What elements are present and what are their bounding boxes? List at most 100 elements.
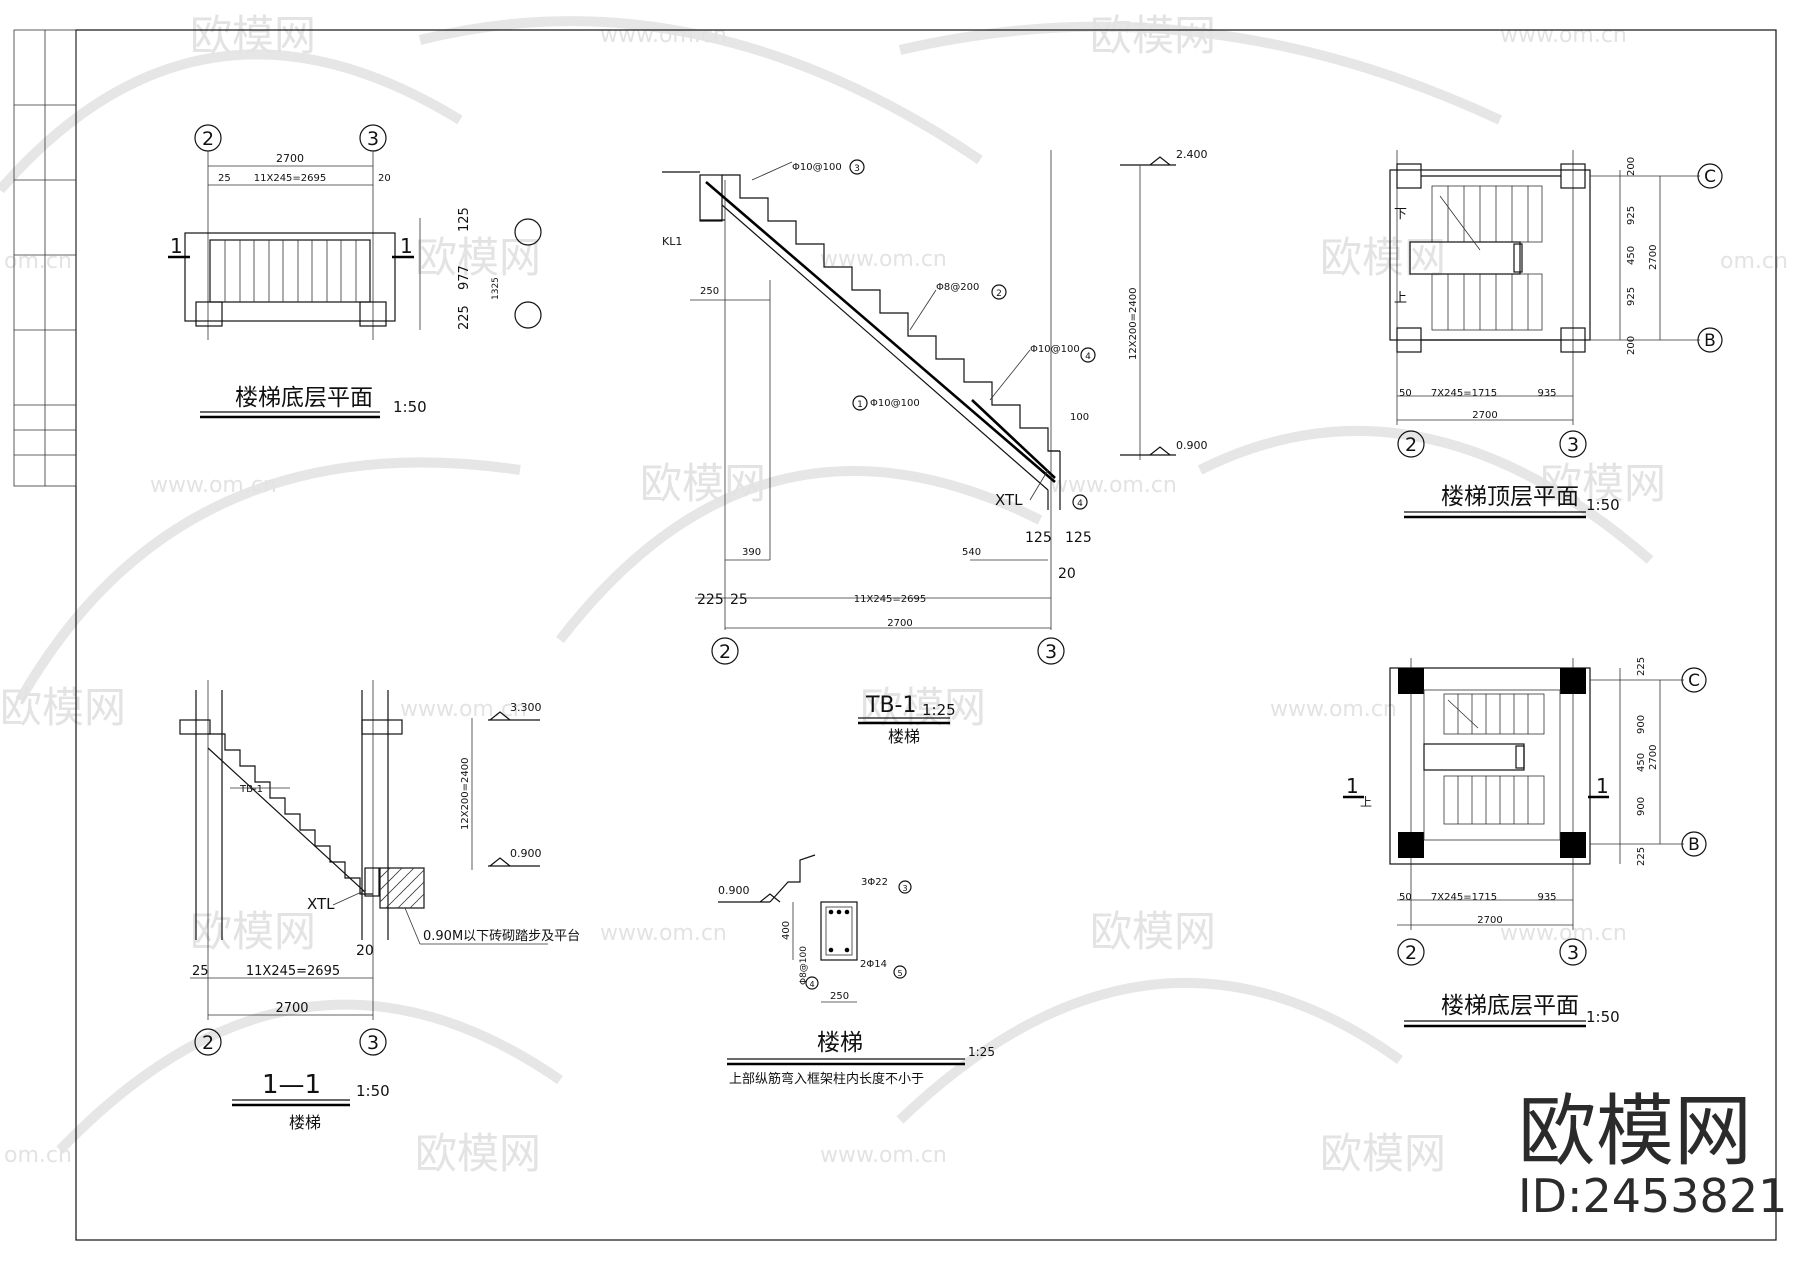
watermark-brand: 欧模网 [190,907,316,956]
dim-925b: 925 [1626,287,1637,306]
watermark-site: www.om.cn [1500,23,1627,48]
dim-125a: 125 [1025,530,1052,546]
watermark-site: www.om.cn [820,247,947,272]
grid-axis-label: 2 [1405,942,1417,964]
dim-total: 2700 [887,618,912,629]
plan-ground-level-right: 1 上 1 225 900 450 900 225 2700 C B 50 7X… [1343,657,1707,1028]
dim-125: 125 [457,207,472,232]
view-scale: 1:25 [968,1045,995,1059]
grid-axis-bubble [1697,327,1723,353]
dim-50: 50 [1399,892,1412,903]
brand-watermark-id: ID:2453821 [1518,1169,1787,1223]
grid-axis-bubble [1697,163,1723,189]
elevation: 0.900 [718,884,750,897]
callout-no: 2 [996,289,1002,299]
view-scale: 1:50 [1586,1008,1620,1026]
masonry-note: 0.90M以下砖砌踏步及平台 [423,929,580,944]
dim-50: 50 [1399,388,1412,399]
dim-steps: 7X245=1715 [1431,388,1497,399]
grid-axis-bubble [1681,831,1707,857]
xtl-label: XTL [307,895,335,913]
dim-20: 20 [378,173,391,184]
dim-935: 935 [1537,388,1556,399]
dim-total: 2700 [276,152,304,165]
brand-watermark: 欧模网 ID:2453821 [1518,1087,1787,1223]
column [1560,668,1586,694]
stair-treads [1457,694,1529,824]
dim-2700: 2700 [1477,915,1502,926]
grid-axis-bubble [1559,938,1587,966]
section-mark: 1 [170,234,183,258]
view-scale: 1:50 [393,398,427,416]
watermark-brand: 欧模网 [640,459,766,508]
rebar-callout [805,976,819,990]
watermark-brand: 欧模网 [1320,233,1446,282]
grid-axis-label: C [1704,167,1716,187]
grid-axis-label: 2 [202,1032,214,1054]
elevation-bottom: 0.900 [510,847,542,860]
rise-dim: 12X200=2400 [1128,288,1139,361]
section-mark: 1 [1596,774,1609,798]
view-title: 楼梯顶层平面 [1441,484,1579,510]
down-label: 下 [1394,207,1407,222]
stirrup: Φ8@100 [799,946,809,985]
dim-225b: 225 [1636,847,1647,866]
dim-225: 225 [457,305,472,330]
watermark-site: www.om.cn [600,921,727,946]
view-subtitle: 楼梯 [888,727,920,746]
grid-axis-label: C [1688,671,1700,691]
dim-20: 20 [356,943,374,959]
view-scale: 1:50 [356,1082,390,1100]
view-title: 楼梯 [817,1030,863,1056]
dim-2700v: 2700 [1648,245,1659,270]
grid-axis-bubble [1397,938,1425,966]
grid-axis-bubble [1559,430,1587,458]
dim-200a: 200 [1626,157,1637,176]
plan-top-level: 下 上 200 925 450 925 200 2700 C B 50 7X24… [1389,150,1723,519]
dim-25: 25 [730,592,748,608]
up-label: 上 [1360,795,1372,809]
tb1-section: KL1 3 Φ10@100 Φ8@200 2 Φ10@100 4 1 Φ10@1… [662,148,1208,746]
rise-dim: 12X200=2400 [460,758,471,831]
dim-977: 977 [457,265,472,290]
grid-axis-bubble [1681,667,1707,693]
column [1560,832,1586,858]
watermark-site: www.om.cn [600,23,727,48]
dim-390: 390 [742,547,761,558]
dim-1325: 1325 [491,277,501,300]
dim-225a: 225 [1636,657,1647,676]
watermark-site-short: om.cn [4,249,72,274]
grid-axis-bubble [711,637,739,665]
grid-axis-label: 2 [719,641,731,663]
watermark-site: www.om.cn [1270,697,1397,722]
dim-250: 250 [700,286,719,297]
grid-axis-label: 3 [1045,641,1057,663]
dim-2700: 2700 [1472,410,1497,421]
beam-section [820,901,858,961]
section-1-1: TB-1 XTL 0.90M以下砖砌踏步及平台 3.300 12X200=240… [179,680,580,1132]
grid-axis-label: 3 [367,128,379,150]
column [359,301,387,327]
grid-axis-bubble [1037,637,1065,665]
grid-axis-label: 2 [202,128,214,150]
watermark-site: www.om.cn [1050,473,1177,498]
rebar-label: Φ8@200 [936,282,979,293]
view-title: 楼梯底层平面 [1441,993,1579,1019]
view-title: 楼梯底层平面 [235,385,373,411]
kl1-label: KL1 [662,235,682,248]
grid-axis-bubble [359,1028,387,1056]
stair-treads [224,240,357,302]
dim-2700v: 2700 [1648,745,1659,770]
rebar-callout [1072,494,1088,510]
watermark-site: www.om.cn [820,1143,947,1168]
view-scale: 1:50 [1586,496,1620,514]
grid-axis-label: B [1688,835,1700,855]
beam-kl1 [699,174,723,222]
dim-25: 25 [192,964,209,979]
watermark-site: www.om.cn [150,473,277,498]
dim-steps: 11X245=2695 [854,594,927,605]
dim-200b: 200 [1626,336,1637,355]
grid-axis-label: 3 [1567,434,1579,456]
dim-25: 25 [218,173,231,184]
